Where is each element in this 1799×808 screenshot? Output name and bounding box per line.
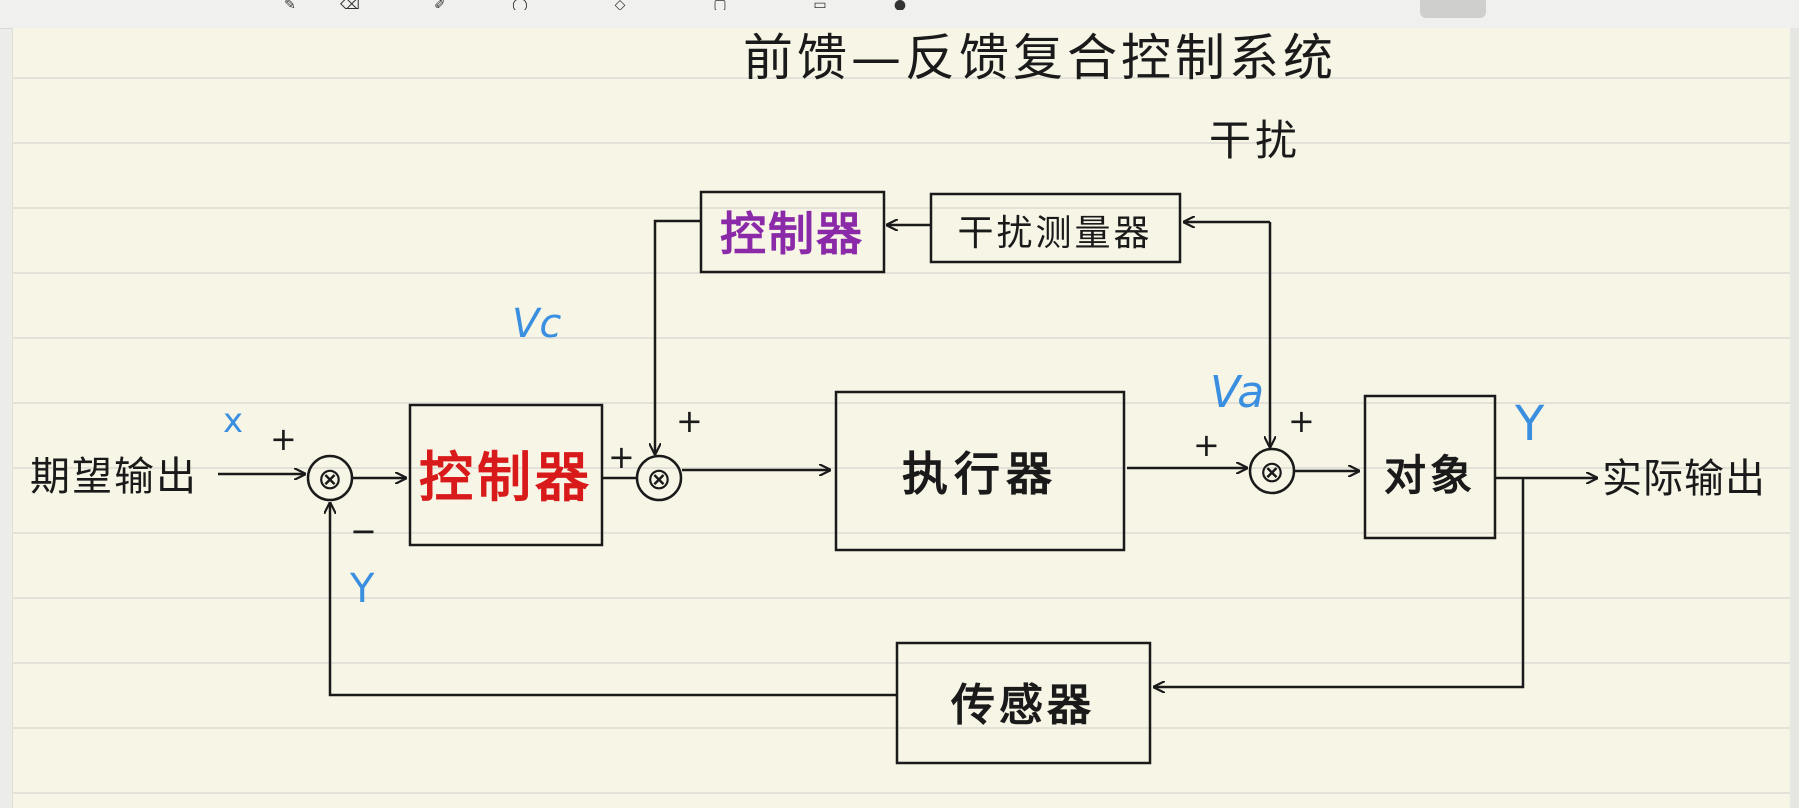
sensor-block <box>895 641 1152 765</box>
input-label: 期望输出 <box>30 454 198 500</box>
output-to-sensor-arrow <box>1153 478 1525 687</box>
signal-y-output-label: Y <box>1514 396 1545 452</box>
note-page <box>12 28 1799 808</box>
signal-vc-label: Vc <box>512 301 561 347</box>
ruled-lines <box>12 77 1790 794</box>
page-edge <box>1790 28 1799 808</box>
main-controller-block <box>408 403 604 547</box>
summing-symbol-3: ⊗ <box>1259 455 1284 490</box>
summing-symbol-1: ⊗ <box>317 462 342 497</box>
actuator-block <box>834 390 1126 552</box>
sum2-left-plus-sign: + <box>608 438 635 476</box>
output-label: 实际输出 <box>1602 456 1766 502</box>
sensor-label: 传感器 <box>950 680 1095 731</box>
sum1-plus-sign: + <box>270 420 297 458</box>
color-picker-icon[interactable]: ● <box>893 0 907 10</box>
eraser-tool-icon[interactable]: ⌫ <box>340 0 360 10</box>
lasso-tool-icon[interactable]: ◯ <box>512 0 528 10</box>
highlighter-tool-icon[interactable]: ✐ <box>434 0 446 10</box>
shape-tool-icon[interactable]: ◇ <box>614 0 626 10</box>
plant-block <box>1363 394 1497 540</box>
signal-y-feedback-label: Y <box>349 566 375 612</box>
ff-controller-label: 控制器 <box>720 207 864 261</box>
feedback-arrow <box>330 502 897 697</box>
pen-tool-icon[interactable]: ✎ <box>284 0 296 10</box>
diagram-title: 前馈—反馈复合控制系统 <box>743 29 1337 87</box>
summing-symbol-2: ⊗ <box>646 462 671 497</box>
sum3-left-plus-sign: + <box>1193 426 1220 464</box>
signal-x-label: x <box>223 401 243 441</box>
toolbar-pill-button[interactable] <box>1420 0 1486 18</box>
sum1-minus-sign: − <box>350 512 377 550</box>
main-controller-label: 控制器 <box>419 446 593 509</box>
ff-controller-block <box>699 190 886 274</box>
disturbance-meter-label: 干扰测量器 <box>957 213 1152 254</box>
signal-va-label: Va <box>1210 367 1264 418</box>
actuator-label: 执行器 <box>902 447 1058 501</box>
summing-junction-3 <box>1248 447 1296 495</box>
sum3-top-plus-sign: + <box>1288 402 1315 440</box>
sum2-top-plus-sign: + <box>676 402 703 440</box>
disturbance-meter-block <box>929 192 1182 264</box>
plant-label: 对象 <box>1384 451 1476 500</box>
text-tool-icon[interactable]: ▭ <box>813 0 827 10</box>
image-tool-icon[interactable]: ▢ <box>713 0 727 10</box>
disturbance-label: 干扰 <box>1209 116 1301 165</box>
ff-controller-to-sum2-arrow <box>655 219 701 455</box>
